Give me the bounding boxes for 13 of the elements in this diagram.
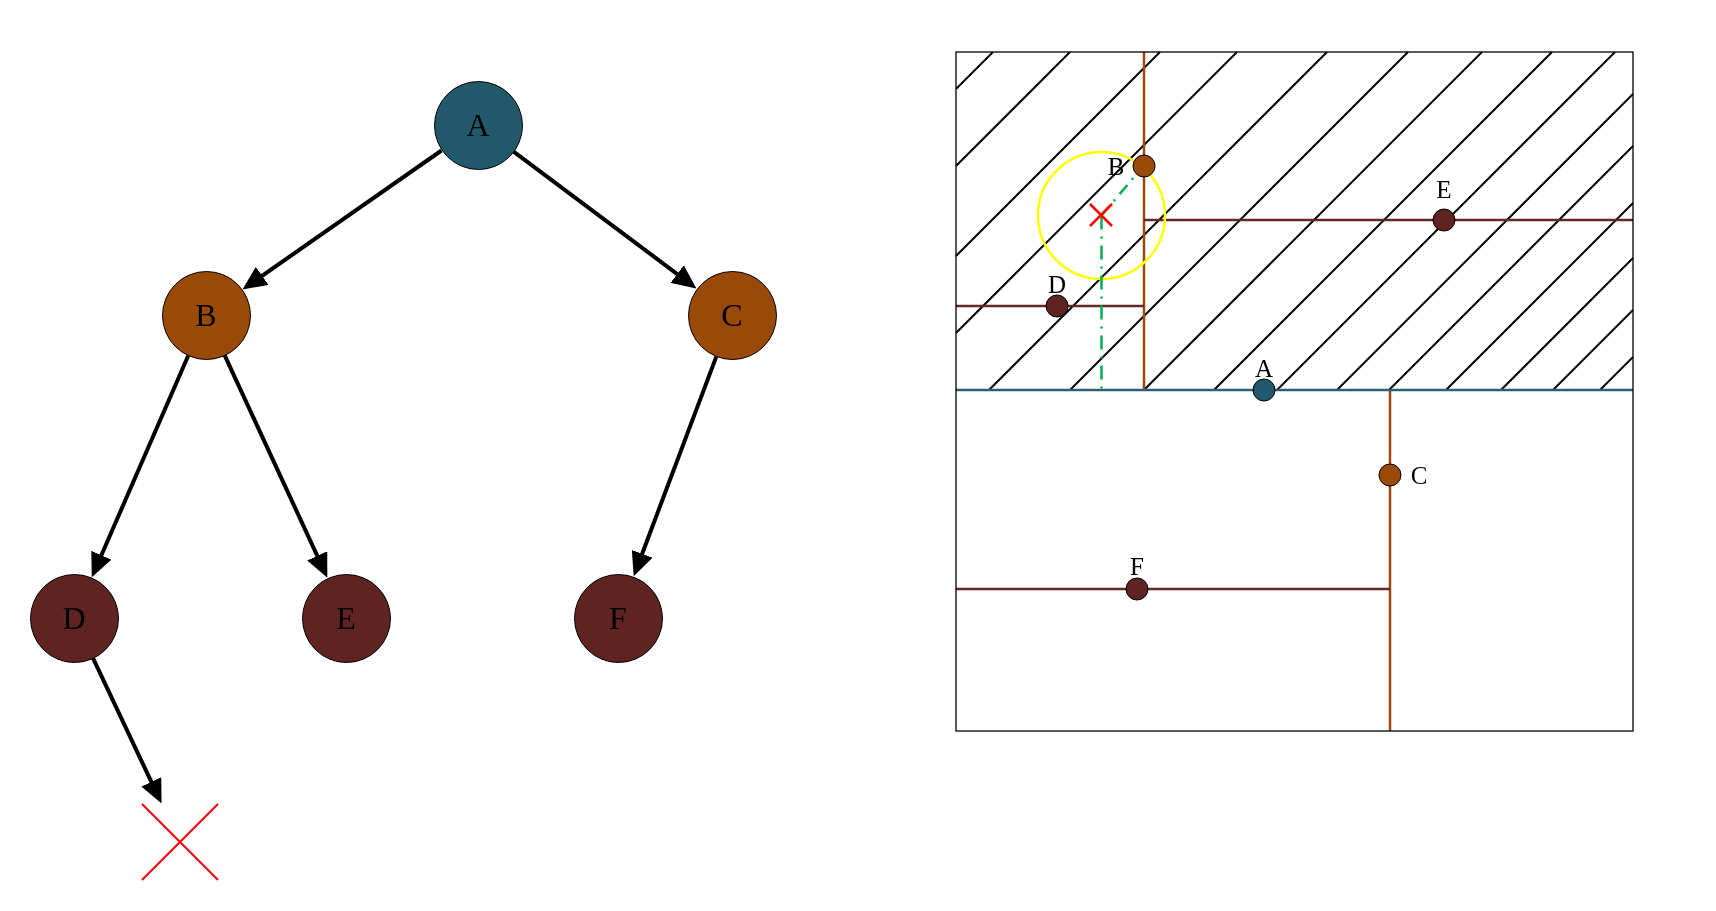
node-label: C — [721, 299, 743, 331]
cross-icon — [141, 803, 218, 880]
node-label: E — [336, 602, 356, 634]
arrow — [242, 148, 443, 290]
node-label: A — [466, 109, 490, 141]
arrow — [512, 150, 697, 289]
node-label: D — [62, 602, 86, 634]
node-label: B — [195, 299, 217, 331]
arrow — [222, 354, 328, 578]
arrow — [91, 657, 162, 804]
arrow — [631, 355, 719, 577]
arrow — [91, 355, 191, 578]
node-label: F — [609, 602, 627, 634]
